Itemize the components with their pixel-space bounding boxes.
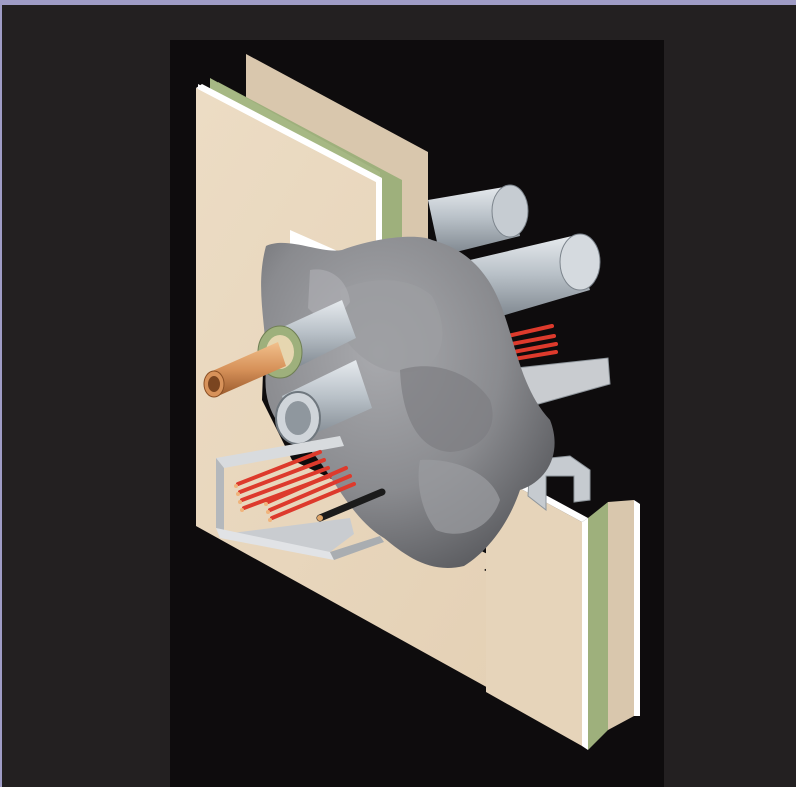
firestop-illustration	[170, 40, 664, 787]
image-viewer	[2, 5, 796, 787]
image-canvas	[170, 40, 664, 787]
